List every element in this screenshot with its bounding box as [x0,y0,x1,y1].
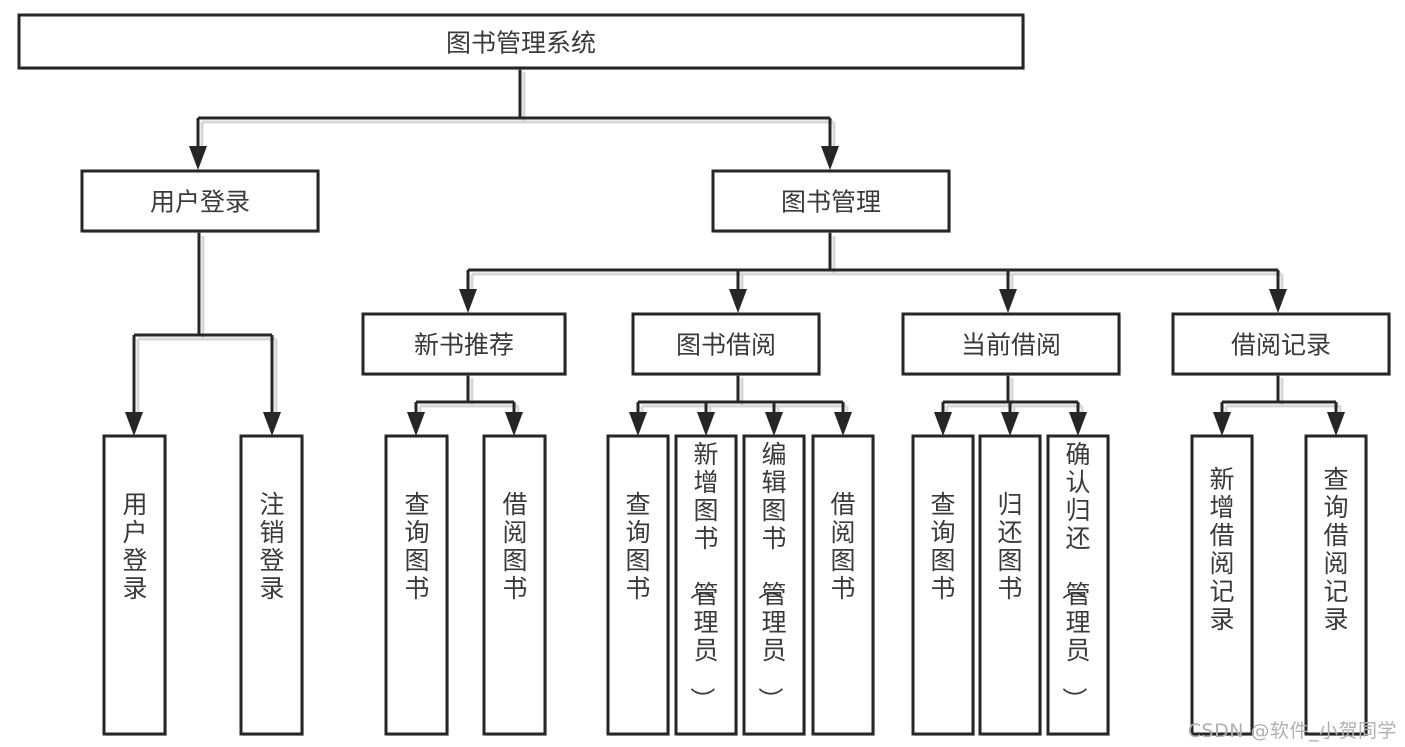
edges-layer [125,68,1345,436]
node-leaf-query-book-2-label: 查询图书 [625,490,650,603]
node-book-borrow[interactable]: 图书借阅 [631,312,821,376]
node-leaf-user-logout-label: 注销登录 [259,490,284,603]
arrow-head-icon [1269,289,1287,313]
node-leaf-borrow-book-1-label: 借阅图书 [502,490,527,603]
node-leaf-add-book-label: 新增图书（管理员） [687,440,718,712]
node-current-borrow-label: 当前借阅 [961,331,1061,360]
node-leaf-add-record-label: 新增借阅记录 [1209,465,1234,634]
node-leaf-query-book-3-label: 查询图书 [930,490,955,603]
node-leaf-borrow-book-1[interactable]: 借阅图书 [482,434,547,736]
node-borrow-record[interactable]: 借阅记录 [1171,312,1391,376]
node-leaf-query-book-3[interactable]: 查询图书 [911,434,975,736]
edge-borrowrecord-to-leaves [1213,374,1345,436]
node-leaf-borrow-book-2[interactable]: 借阅图书 [811,434,875,736]
node-leaf-user-login[interactable]: 用户登录 [102,434,167,736]
node-leaf-borrow-book-2-label: 借阅图书 [830,490,855,603]
node-user-login-label: 用户登录 [150,188,250,217]
arrow-head-icon [407,412,425,436]
node-leaf-query-record-label: 查询借阅记录 [1323,465,1348,634]
node-leaf-return-book-label: 归还图书 [997,490,1022,603]
node-leaf-query-book-1-label: 查询图书 [404,490,429,603]
edge-root-to-level2 [189,68,839,170]
node-root[interactable]: 图书管理系统 [17,13,1025,70]
arrow-head-icon [1213,412,1231,436]
arrow-head-icon [821,146,839,170]
edge-newbook-to-leaves [407,374,523,436]
arrow-head-icon [629,412,647,436]
node-root-label: 图书管理系统 [446,29,596,58]
node-leaf-user-logout[interactable]: 注销登录 [239,434,304,736]
node-book-manage[interactable]: 图书管理 [711,169,951,233]
arrow-head-icon [999,289,1017,313]
arrow-head-icon [125,412,143,436]
arrow-head-icon [505,412,523,436]
node-book-manage-label: 图书管理 [781,188,881,217]
node-leaf-add-record[interactable]: 新增借阅记录 [1190,434,1254,736]
node-borrow-record-label: 借阅记录 [1231,331,1331,360]
edge-currentborrow-to-leaves [934,374,1087,436]
node-leaf-query-record[interactable]: 查询借阅记录 [1304,434,1368,736]
arrow-head-icon [729,289,747,313]
arrow-head-icon [765,412,783,436]
arrow-head-icon [697,412,715,436]
node-user-login[interactable]: 用户登录 [80,169,320,233]
node-new-book-recommend[interactable]: 新书推荐 [361,312,567,376]
arrow-head-icon [1001,412,1019,436]
node-leaf-add-book[interactable]: 新增图书（管理员） [674,434,738,736]
arrow-head-icon [1327,412,1345,436]
node-new-book-recommend-label: 新书推荐 [414,331,514,360]
node-leaf-edit-book-label: 编辑图书（管理员） [755,440,786,712]
node-leaf-edit-book[interactable]: 编辑图书（管理员） [742,434,806,736]
arrow-head-icon [1069,412,1087,436]
node-leaf-query-book-1[interactable]: 查询图书 [384,434,449,736]
arrow-head-icon [189,146,207,170]
csdn-watermark: CSDN @软件_小贺同学 [1187,720,1397,742]
arrow-head-icon [834,412,852,436]
node-current-borrow[interactable]: 当前借阅 [901,312,1121,376]
node-leaf-query-book-2[interactable]: 查询图书 [606,434,670,736]
node-book-borrow-label: 图书借阅 [676,331,776,360]
arrow-head-icon [263,412,281,436]
node-leaf-return-book[interactable]: 归还图书 [978,434,1042,736]
arrow-head-icon [459,289,477,313]
arrow-head-icon [934,412,952,436]
node-leaf-user-login-label: 用户登录 [122,490,147,603]
edge-userlogin-to-leaves [125,232,281,436]
edge-bookborrow-to-leaves [629,374,852,436]
edge-bookmanage-to-level3 [459,232,1287,313]
node-leaf-confirm-return[interactable]: 确认归还（管理员） [1046,434,1110,736]
node-leaf-confirm-return-label: 确认归还（管理员） [1059,440,1090,712]
